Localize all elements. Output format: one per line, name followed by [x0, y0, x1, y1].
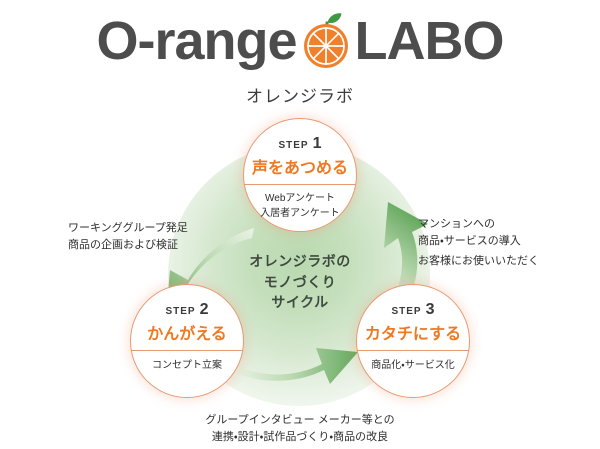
note-bottom: グループインタビュー メーカー等との 連携・設計・試作品づくり・商品の改良: [0, 412, 600, 446]
note-bottom-line-1: グループインタビュー メーカー等との: [205, 414, 395, 426]
logo: O-range LABO: [0, 10, 600, 72]
step-3-desc-line-1: 商品化・サービス化: [371, 360, 455, 371]
logo-subtitle: オレンジラボ: [246, 87, 354, 106]
step-1-description: Webアンケート 入居者アンケート: [260, 191, 340, 221]
step-2-label: STEP: [165, 306, 196, 317]
step-2-title: かんがえる: [147, 326, 227, 343]
step-card-3[interactable]: STEP 3 カタチにする 商品化・サービス化: [356, 284, 470, 398]
step-2-number: 2: [199, 301, 209, 318]
step-card-1[interactable]: STEP 1 声をあつめる Webアンケート 入居者アンケート: [243, 118, 357, 232]
arrow-step3-to-step1: [384, 202, 428, 314]
step-2-number-row: STEP 2: [165, 302, 208, 318]
cycle-center-line-3: サイクル: [271, 294, 329, 311]
cycle-center-line-1: オレンジラボの: [249, 253, 351, 269]
arrow-step2-to-step3: [234, 348, 358, 384]
step-1-divider: [244, 184, 356, 185]
monozukuri-cycle: オレンジラボの モノづくり サイクル STEP 1 声をあつめる Webアンケー…: [130, 118, 470, 408]
cycle-center-line-2: モノづくり: [263, 273, 337, 290]
note-right-line-3: お客様にお使いいただく: [418, 255, 539, 268]
logo-word-left: O-range: [96, 11, 297, 71]
note-right-line-2: 商品・サービスの導入: [418, 235, 521, 248]
step-1-number-row: STEP 1: [278, 136, 321, 152]
note-left: ワーキンググループ発足 商品の企画および検証: [68, 220, 188, 254]
step-3-number-row: STEP 3: [391, 302, 434, 318]
step-1-desc-line-1: Webアンケート: [265, 193, 335, 204]
logo-word-right: LABO: [354, 11, 505, 71]
step-2-divider: [131, 350, 243, 351]
note-left-line-2: 商品の企画および検証: [68, 239, 178, 252]
cycle-center-label: オレンジラボの モノづくり サイクル: [180, 251, 420, 313]
note-right: マンションへの 商品・サービスの導入 お客様にお使いいただく: [418, 216, 539, 270]
step-3-description: 商品化・サービス化: [371, 358, 454, 373]
note-left-line-1: ワーキンググループ発足: [68, 222, 188, 234]
orange-fruit-icon: [299, 12, 353, 70]
step-1-title: 声をあつめる: [251, 160, 348, 177]
step-1-number: 1: [312, 135, 322, 152]
step-3-number: 3: [425, 301, 435, 318]
step-3-label: STEP: [391, 306, 422, 317]
step-2-desc-line-1: コンセプト立案: [152, 360, 222, 371]
step-2-description: コンセプト立案: [152, 358, 222, 373]
step-1-label: STEP: [278, 140, 309, 151]
note-bottom-line-2: 連携・設計・試作品づくり・商品の改良: [211, 431, 389, 444]
step-card-2[interactable]: STEP 2 かんがえる コンセプト立案: [130, 284, 244, 398]
step-3-divider: [357, 350, 469, 351]
step-1-desc-line-2: 入居者アンケート: [260, 208, 340, 219]
note-right-line-1: マンションへの: [418, 218, 495, 230]
step-3-title: カタチにする: [364, 326, 462, 343]
